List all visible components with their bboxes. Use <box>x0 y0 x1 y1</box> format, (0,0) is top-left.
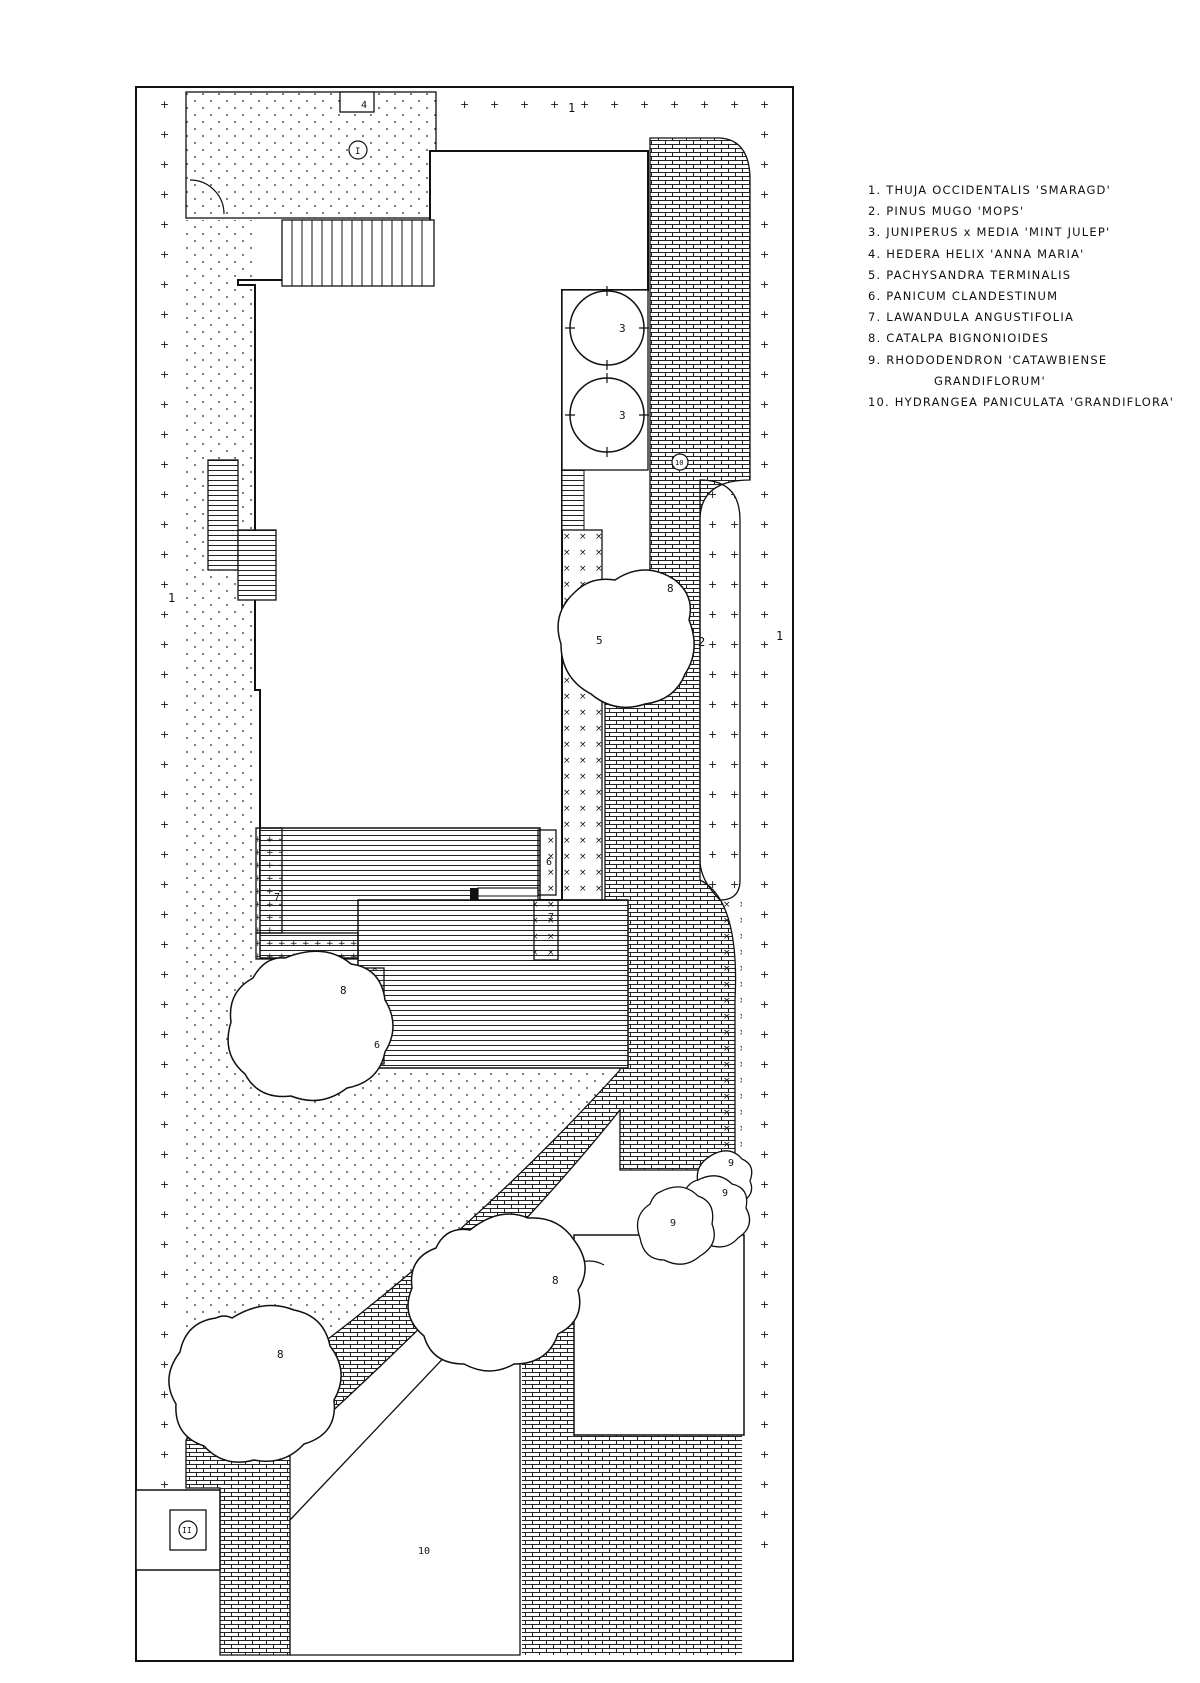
legend-item-8: 8. CATALPA BIGNONIOIDES <box>868 331 1050 346</box>
label-pachysandra: 5 <box>596 634 603 647</box>
legend-item-9: 9. RHODODENDRON 'CATAWBIENSE <box>868 352 1108 367</box>
label-circle-bottom: II <box>182 1526 192 1535</box>
catalpa-tree-b <box>227 950 394 1102</box>
circle-marker-top <box>348 140 368 160</box>
legend-item-3: 3. JUNIPERUS x MEDIA 'MINT JULEP' <box>868 225 1111 240</box>
label-hydrangea: 10 <box>418 1546 430 1557</box>
door-arc <box>189 179 225 215</box>
lawn-area <box>185 91 620 1560</box>
catalpa-tree-d <box>168 1304 342 1463</box>
circle-marker-bottom <box>178 1520 198 1540</box>
label-juniper-b: 3 <box>619 409 626 422</box>
plant-legend: 1. THUJA OCCIDENTALIS 'SMARAGD' 2. PINUS… <box>868 180 1188 413</box>
label-circle-top: I <box>355 147 360 157</box>
legend-item-9-continued: GRANDIFLORUM' <box>934 373 1046 388</box>
label-panicum-b: 6 <box>374 1040 380 1051</box>
label-panicum-a: 6 <box>546 857 552 868</box>
lawn-triangle-lower <box>289 1329 521 1656</box>
label-hedge-right: 1 <box>776 629 783 643</box>
rhododendron-c <box>636 1186 715 1265</box>
juniper-plant-b <box>565 373 649 457</box>
label-hedge-left: 1 <box>168 591 175 605</box>
circle-marker-small <box>671 453 689 471</box>
label-catalpa-d: 8 <box>277 1348 284 1361</box>
label-rhodo-a: 9 <box>728 1158 734 1169</box>
catalpa-tree-a <box>557 569 695 709</box>
side-stairs <box>207 459 277 601</box>
terrace-lower <box>357 899 629 1069</box>
outbuilding <box>573 1234 745 1436</box>
bed-pines <box>699 479 741 901</box>
label-juniper-a: 3 <box>619 322 626 335</box>
label-ivy-box: 4 <box>361 100 367 111</box>
legend-item-4: 4. HEDERA HELIX 'ANNA MARIA' <box>868 246 1085 261</box>
label-catalpa-c: 8 <box>552 1274 559 1287</box>
label-pines: 2 <box>698 635 705 649</box>
entrance-stairs <box>281 219 435 287</box>
ivy-box <box>339 91 375 113</box>
legend-item-10: 10. HYDRANGEA PANICULATA 'GRANDIFLORA' <box>868 395 1175 410</box>
label-catalpa-a: 8 <box>667 582 674 595</box>
juniper-plant-a <box>565 286 649 370</box>
hedge-row-right <box>745 89 791 1569</box>
label-hedge-top: 1 <box>568 101 575 115</box>
legend-item-7: 7. LAWANDULA ANGUSTIFOLIA <box>868 310 1075 325</box>
corner-box <box>135 1489 221 1571</box>
legend-item-6: 6. PANICUM CLANDESTINUM <box>868 289 1059 304</box>
label-catalpa-b: 8 <box>340 984 347 997</box>
bed-hedge-right-strip <box>722 900 742 1150</box>
label-circle-small: 10 <box>675 459 683 467</box>
label-rhodo-b: 9 <box>722 1188 728 1199</box>
label-lavender-b: 7 <box>548 912 554 923</box>
legend-item-5: 5. PACHYSANDRA TERMINALIS <box>868 267 1072 282</box>
bed-lavender <box>255 827 359 960</box>
hedge-row-left <box>138 89 184 1569</box>
label-lavender-a: 7 <box>274 892 280 903</box>
hedge-row-top <box>440 96 740 120</box>
legend-item-1: 1. THUJA OCCIDENTALIS 'SMARAGD' <box>868 183 1111 197</box>
legend-item-2: 2. PINUS MUGO 'MOPS' <box>868 204 1025 219</box>
label-rhodo-c: 9 <box>670 1218 676 1229</box>
catalpa-tree-c <box>407 1213 586 1372</box>
